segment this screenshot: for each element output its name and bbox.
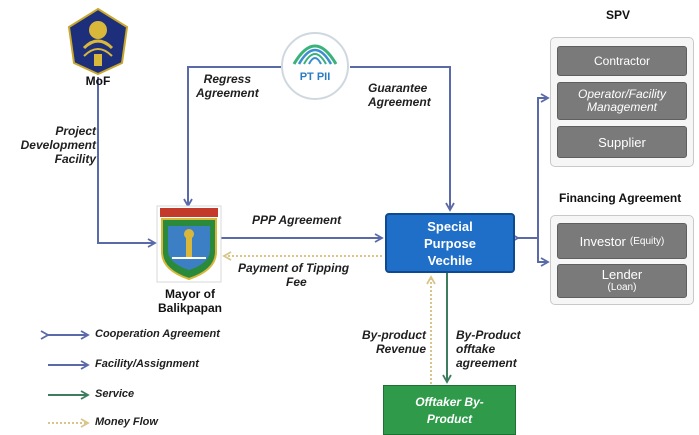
spv-node-line2: Purpose [423, 235, 476, 251]
regress-label-line2: Agreement [196, 86, 259, 100]
financing-box: Investor (Equity) Lender (Loan) [550, 215, 694, 305]
offtaker-node-line1: Offtaker By- [415, 395, 484, 409]
spv-node-line1: Special [427, 218, 473, 234]
spv-item-contractor-label: Contractor [593, 53, 651, 68]
edge-guarantee [350, 66, 455, 212]
byproduct-offtake-line1: By-Product [456, 328, 521, 342]
mayor-label-line2: Balikpapan [157, 301, 223, 315]
financing-item-lender: Lender (Loan) [557, 264, 687, 298]
byproduct-offtake-line3: agreement [456, 356, 517, 370]
byproduct-revenue-line1: By-product [362, 328, 426, 342]
spv-group-box: Contractor Operator/Facility Management … [550, 37, 694, 167]
regress-label: Regress Agreement [196, 72, 259, 100]
ptpii-logo-icon [281, 32, 349, 100]
project-dev-label-line3: Facility [54, 152, 96, 166]
mayor-label-line1: Mayor of [164, 287, 215, 301]
edge-mof-mayor [97, 77, 157, 248]
guarantee-label: Guarantee Agreement [368, 81, 431, 109]
balikpapan-emblem-icon [156, 205, 222, 283]
legend-facility: Facility/Assignment [95, 358, 199, 370]
guarantee-label-line2: Agreement [368, 95, 431, 109]
spv-item-contractor: Contractor [557, 46, 687, 76]
regress-label-line1: Regress [203, 72, 252, 86]
byproduct-revenue-line2: Revenue [375, 342, 426, 356]
byproduct-offtake-label: By-Product offtake agreement [456, 328, 521, 370]
legend-service: Service [95, 388, 135, 400]
legend-cooperation: Cooperation Agreement [95, 328, 220, 340]
investor-sub: (Equity) [629, 235, 665, 247]
legend-money: Money Flow [95, 416, 158, 428]
mof-label: MoF [85, 74, 111, 88]
ppp-label: PPP Agreement [252, 213, 342, 227]
mof-emblem-icon [67, 7, 129, 76]
lender-main: Lender [601, 267, 643, 282]
ptpii-logo-text: PT PII [299, 71, 331, 83]
spv-item-operator: Operator/Facility Management [557, 82, 687, 120]
spv-node-line3: Vechile [427, 252, 473, 268]
financing-item-investor: Investor (Equity) [557, 223, 687, 259]
guarantee-label-line1: Guarantee [368, 81, 428, 95]
byproduct-revenue-label: By-product Revenue [346, 328, 426, 356]
financing-title: Financing Agreement [559, 191, 682, 205]
spv-group-title: SPV [606, 8, 631, 22]
spv-node: Special Purpose Vechile [385, 213, 515, 273]
tipping-label: Payment of Tipping Fee [238, 261, 368, 289]
spv-item-supplier-label: Supplier [598, 134, 646, 150]
investor-main: Investor [579, 233, 626, 249]
lender-sub: (Loan) [607, 282, 637, 293]
project-dev-label: Project Development Facility [3, 124, 96, 166]
tipping-label-line1: Payment of Tipping [238, 261, 350, 275]
edge-regress [183, 66, 281, 208]
offtaker-node: Offtaker By- Product [383, 385, 516, 435]
offtaker-node-line2: Product [426, 412, 473, 426]
mayor-label: Mayor of Balikpapan [150, 287, 230, 315]
edge-spv-financing [537, 238, 550, 267]
spv-item-operator-line1: Operator/Facility [577, 87, 667, 101]
project-dev-label-line2: Development [20, 138, 96, 152]
spv-item-operator-line2: Management [586, 100, 658, 114]
edge-spv-group [510, 93, 550, 243]
project-dev-label-line1: Project [55, 124, 96, 138]
byproduct-offtake-line2: offtake [456, 342, 496, 356]
tipping-label-line2: Fee [286, 275, 307, 289]
spv-item-supplier: Supplier [557, 126, 687, 158]
